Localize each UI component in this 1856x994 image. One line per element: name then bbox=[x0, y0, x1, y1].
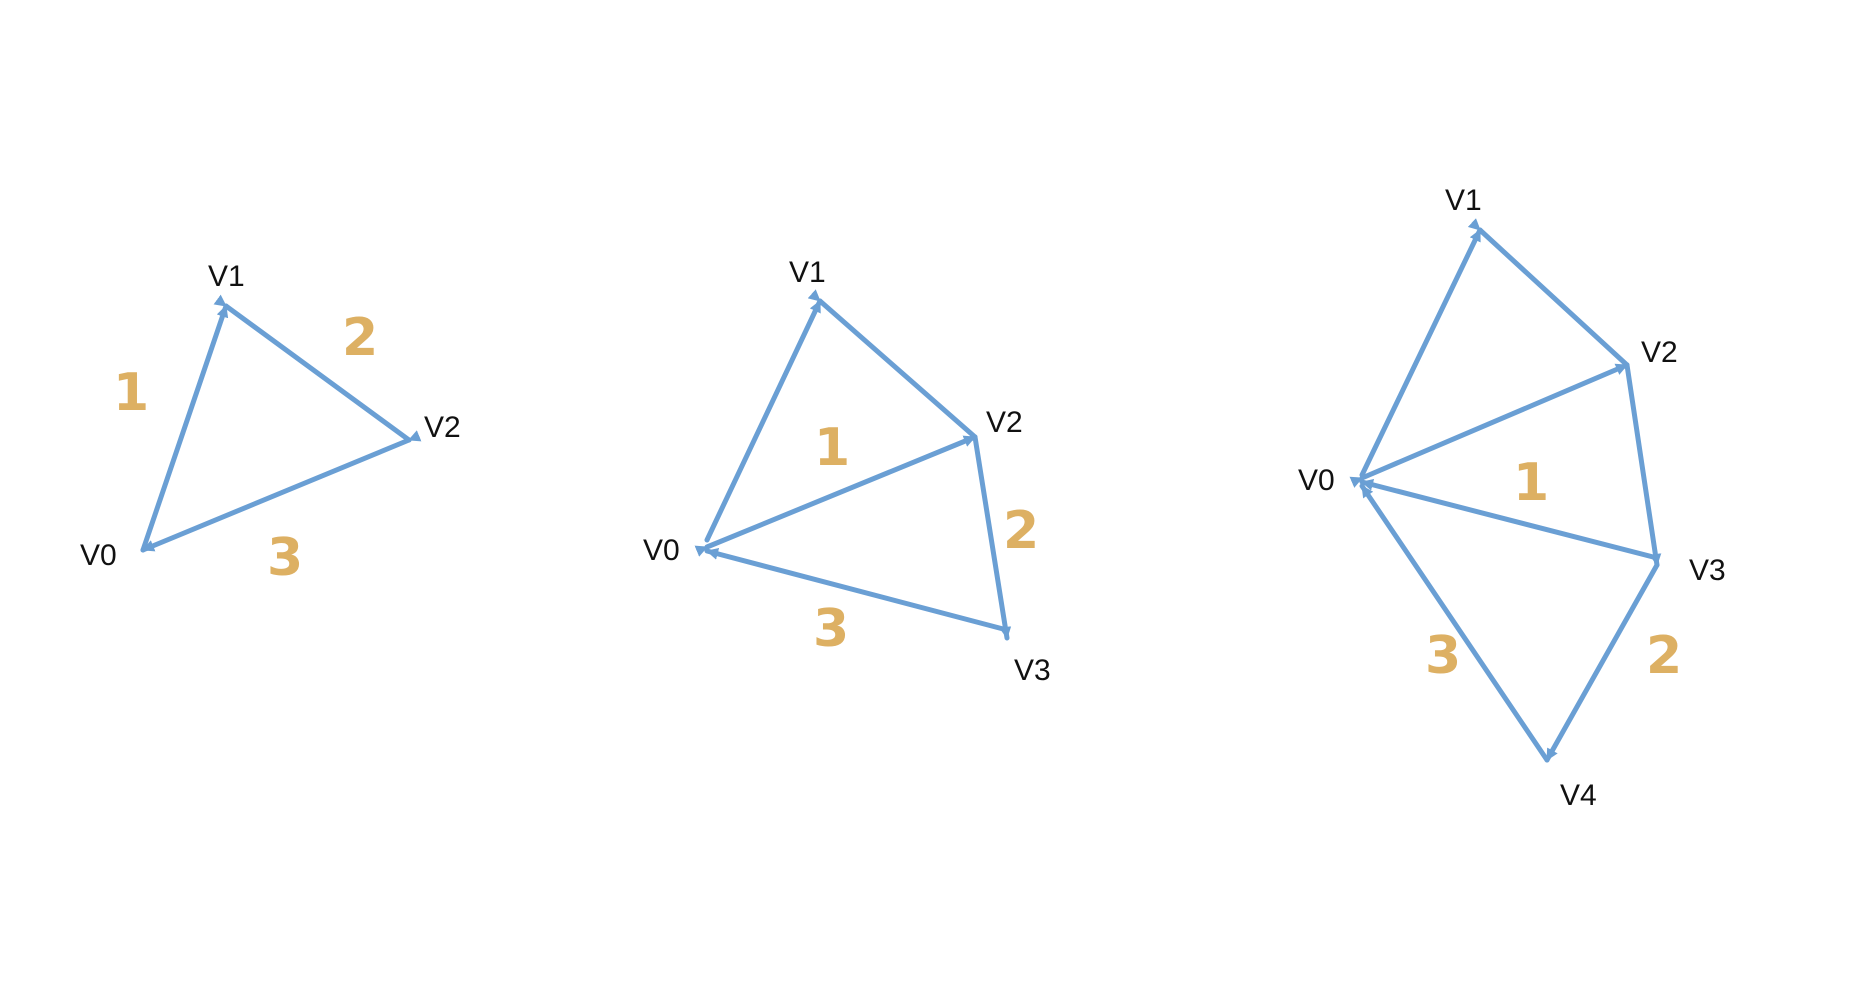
edge-v1-v2 bbox=[1467, 218, 1630, 368]
vertex-label-v2: V2 bbox=[986, 406, 1023, 439]
edge-order-3: 3 bbox=[813, 599, 849, 659]
vertex-label-v1: V1 bbox=[1445, 184, 1482, 217]
edge-order-1: 1 bbox=[113, 363, 149, 423]
edge-v4-v0 bbox=[1359, 483, 1550, 763]
edge-order-2: 2 bbox=[1003, 501, 1039, 561]
edge-v1-v2 bbox=[213, 294, 412, 443]
vertex-label-v1: V1 bbox=[208, 260, 245, 293]
edge-v1-v2 bbox=[807, 289, 978, 440]
vertex-label-v2: V2 bbox=[1641, 336, 1678, 369]
edge-v2-v3 bbox=[972, 434, 1012, 641]
diagram-3-fan: V0 V1 V2 V3 V4 1 2 3 bbox=[1298, 184, 1726, 812]
vertex-label-v0: V0 bbox=[643, 534, 680, 567]
diagram-1-triangle: V0 V1 V2 1 2 3 bbox=[80, 260, 461, 588]
vertex-label-v0: V0 bbox=[1298, 464, 1335, 497]
edge-order-2: 2 bbox=[342, 308, 378, 368]
edge-order-3: 3 bbox=[267, 528, 303, 588]
vertex-label-v3: V3 bbox=[1014, 654, 1051, 687]
edge-order-1: 1 bbox=[814, 418, 850, 478]
edge-order-3: 3 bbox=[1425, 626, 1461, 686]
edge-v0-v1 bbox=[140, 303, 229, 553]
edge-v0-v1 bbox=[704, 298, 823, 543]
edge-v3-v0 bbox=[1359, 478, 1660, 561]
edge-v0-v2 bbox=[694, 434, 978, 557]
vertex-label-v1: V1 bbox=[789, 256, 826, 289]
edge-v0-v2 bbox=[1349, 362, 1630, 488]
vertex-label-v2: V2 bbox=[424, 411, 461, 444]
edge-v3-v0 bbox=[704, 547, 1010, 633]
edge-v0-v1 bbox=[1359, 227, 1483, 478]
edge-v2-v3 bbox=[1624, 362, 1662, 568]
edge-v3-v4 bbox=[1544, 562, 1660, 763]
diagram-2-fan: V0 V1 V2 V3 1 2 3 bbox=[643, 256, 1051, 687]
edge-v2-v0 bbox=[140, 430, 422, 553]
vertex-label-v0: V0 bbox=[80, 539, 117, 572]
edge-order-1: 1 bbox=[1513, 453, 1549, 513]
edge-order-2: 2 bbox=[1646, 626, 1682, 686]
vertex-label-v4: V4 bbox=[1560, 779, 1597, 812]
vertex-label-v3: V3 bbox=[1689, 554, 1726, 587]
